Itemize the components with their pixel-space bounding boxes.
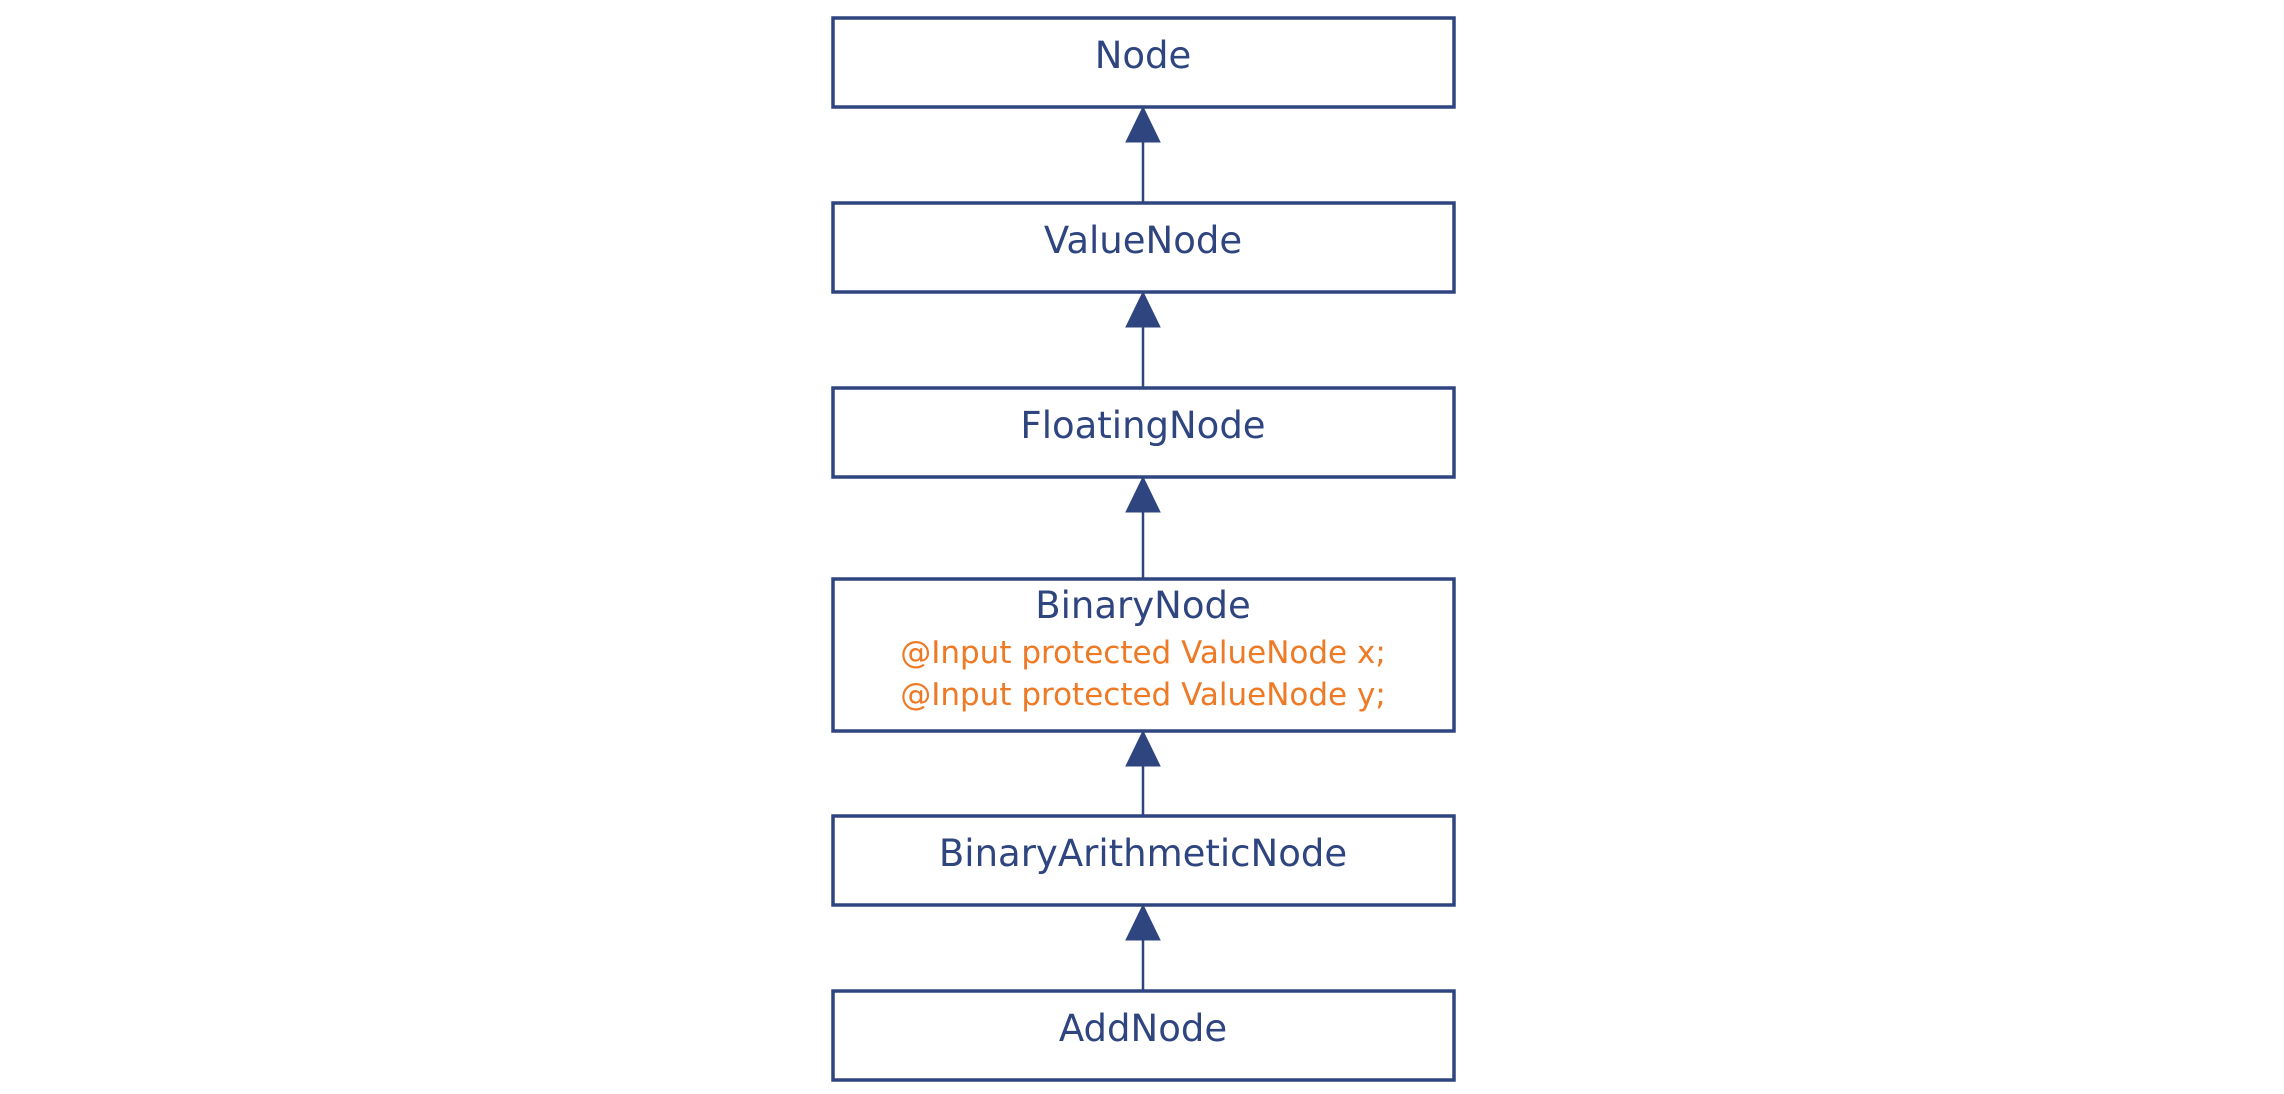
class-name: AddNode <box>1059 1007 1227 1050</box>
field-input-y: @Input protected ValueNode y; <box>900 677 1386 713</box>
class-box-floatingnode: FloatingNode <box>831 386 1456 479</box>
class-box-binarynode: BinaryNode @Input protected ValueNode x;… <box>831 577 1456 733</box>
inheritance-arrowhead <box>1125 903 1161 941</box>
class-box-addnode: AddNode <box>831 989 1456 1082</box>
class-name: ValueNode <box>1044 219 1242 262</box>
inheritance-edge-addnode-binaryarithmeticnode <box>1125 903 1161 990</box>
class-name: Node <box>1095 34 1192 77</box>
inheritance-arrowhead <box>1125 105 1161 143</box>
inheritance-edge-valuenode-node <box>1125 105 1161 202</box>
inheritance-arrowhead <box>1125 475 1161 513</box>
inheritance-edge-binarynode-floatingnode <box>1125 475 1161 578</box>
class-box-binaryarithmeticnode: BinaryArithmeticNode <box>831 814 1456 907</box>
field-input-x: @Input protected ValueNode x; <box>900 635 1386 671</box>
inheritance-arrowhead <box>1125 290 1161 328</box>
class-name: BinaryArithmeticNode <box>939 832 1347 875</box>
class-box-valuenode: ValueNode <box>831 201 1456 294</box>
class-name: BinaryNode <box>1035 584 1250 627</box>
inheritance-edge-binaryarithmeticnode-binarynode <box>1125 729 1161 815</box>
class-name: FloatingNode <box>1020 404 1265 447</box>
class-box-node: Node <box>831 16 1456 109</box>
inheritance-arrowhead <box>1125 729 1161 767</box>
inheritance-edge-floatingnode-valuenode <box>1125 290 1161 387</box>
